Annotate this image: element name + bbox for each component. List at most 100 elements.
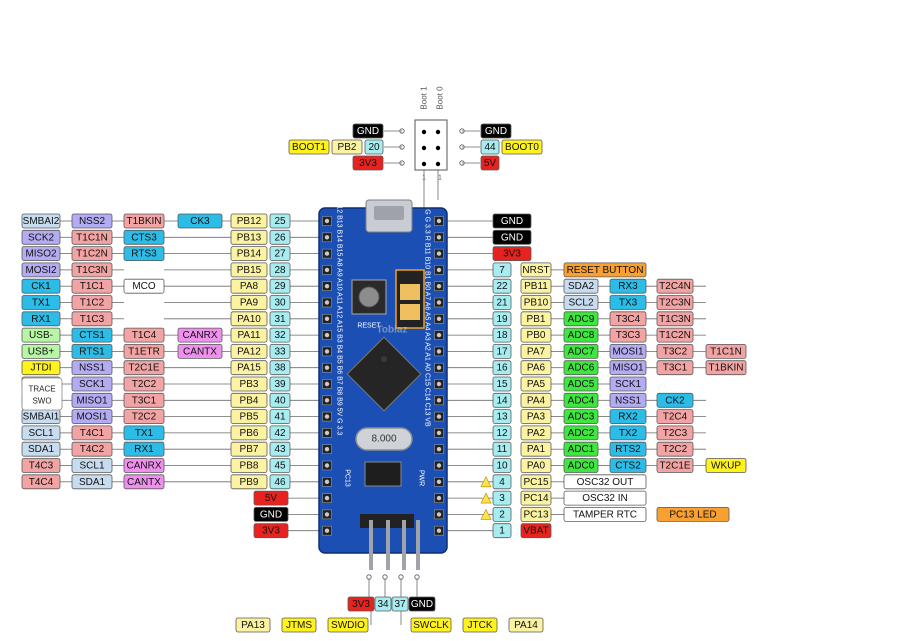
label-box [269,229,291,245]
label-box [253,490,289,506]
label-t3c3: T3C3 [609,327,647,343]
boot-header-pin [435,145,441,151]
label-box [71,229,113,245]
label-39: 39 [269,376,291,392]
label-box [656,360,694,376]
label-box [71,327,113,343]
label-box [609,327,647,343]
label-box [462,617,498,633]
label-text: 4 [499,477,505,488]
label-text: JTCK [468,620,493,631]
swo-text: SWO [32,397,51,406]
label-tamper-rtc: TAMPER RTC [563,506,647,522]
label-text: SWDIO [331,620,365,631]
label-box [123,213,165,229]
label-text: 19 [496,314,508,325]
label-pa1: PA1 [520,441,552,457]
label-box [21,213,61,229]
label-text: ADC2 [568,428,595,439]
label-mosi1: MOSI1 [609,343,647,359]
label-adc8: ADC8 [563,327,599,343]
mcu-chip [346,336,422,412]
watermark: Tobiaz [377,325,408,336]
label-box [705,458,747,473]
pin-hole [436,381,442,387]
label-box [21,343,61,359]
label-34: 34 [374,596,392,612]
label-text: 32 [274,330,286,341]
label-box [269,425,291,441]
pin-hole [324,284,330,289]
label-cts1: CTS1 [71,327,113,343]
label-text: 45 [274,461,286,472]
label-box [492,246,532,262]
label-box [230,213,268,229]
label-box [269,311,291,327]
label-38: 38 [269,360,291,376]
pin-hole [436,267,442,273]
label-nss2: NSS2 [71,213,113,229]
label-jtdi: JTDI [21,360,61,376]
pin-hole [436,316,442,321]
label-box [21,327,61,343]
label-text: PB11 [524,281,548,292]
pin-hole [436,430,442,436]
label-tx1: TX1 [21,295,61,310]
label-text: PB6 [240,428,259,439]
label-text: 26 [274,232,286,243]
label-45: 45 [269,458,291,473]
label-box [21,229,61,245]
label-text: PC13 LED [669,509,716,520]
label-text: T4C4 [29,477,54,488]
label-text: 27 [274,249,286,260]
pin-hole [324,463,330,468]
label-box [269,409,291,425]
label-text: 1 [499,526,505,537]
label-3v3: 3V3 [492,246,532,262]
label-text: RESET BUTTON [567,265,644,276]
label-text: RX3 [618,281,638,292]
label-text: 7 [499,265,505,276]
label-cantx: CANTX [177,343,223,359]
label-text: RX2 [618,412,638,423]
label-text: ADC8 [568,330,595,341]
boot-header-pin [421,161,427,167]
label-3v3: 3V3 [352,155,384,171]
label-text: CK1 [31,281,51,292]
label-box [71,474,113,490]
label-text: MOSI2 [25,265,57,276]
label-text: PB2 [338,142,357,153]
label-text: PA7 [527,346,546,357]
label-box [705,343,747,359]
label-box [123,392,165,408]
label-text: 25 [274,216,286,227]
label-box [492,278,512,294]
label-box [563,376,599,392]
label-t1etr: T1ETR [123,343,165,359]
label-text: RTS3 [131,249,157,260]
label-46: 46 [269,474,291,490]
label-box [492,474,512,490]
label-box [230,360,268,376]
label-t2c2: T2C2 [656,441,694,457]
label-rx3: RX3 [609,278,647,294]
label-text: MISO2 [25,249,57,260]
label-box [656,278,694,294]
boot-header-pin [435,161,441,167]
label-text: T4C2 [80,444,105,455]
boot-header-pin [421,129,427,135]
label-box [520,490,552,506]
label-text: PC15 [523,477,548,488]
label-miso1: MISO1 [71,392,113,408]
label-text: PC14 [523,493,548,504]
label-text: T3C2 [663,346,688,357]
label-box [269,262,291,278]
label-adc4: ADC4 [563,392,599,408]
label-box [492,343,512,359]
label-text: T3C4 [616,314,641,325]
label-t1c1n: T1C1N [71,229,113,245]
label-text: RX1 [31,314,51,325]
label-5v: 5V [480,155,500,171]
